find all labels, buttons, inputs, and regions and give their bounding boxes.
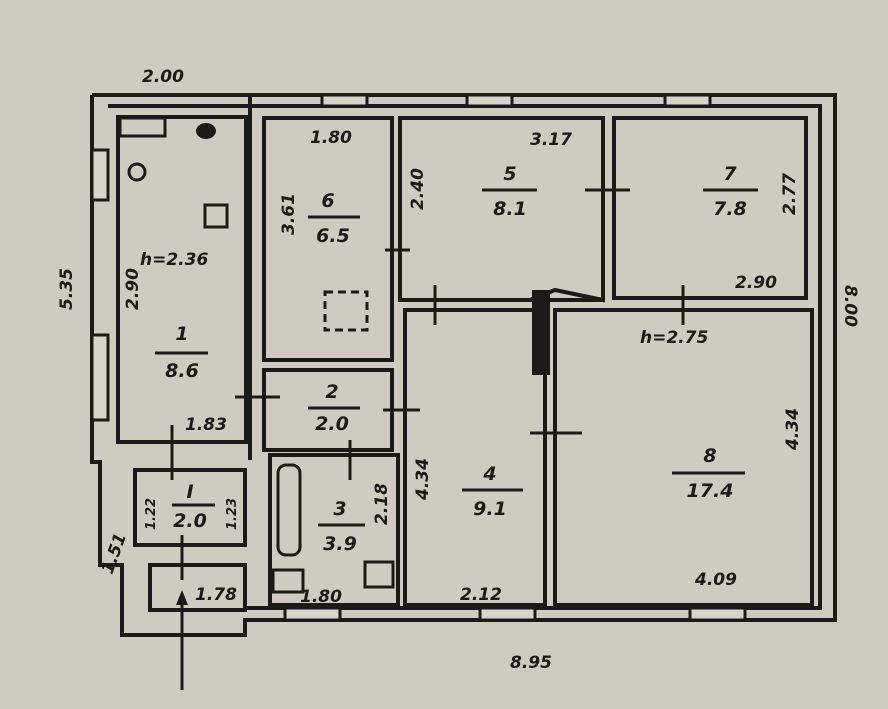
room-I-label: I 2.0 1.22 1.23	[144, 481, 240, 532]
svg-text:3: 3	[333, 498, 346, 520]
bathtub-icon	[276, 463, 302, 557]
svg-text:2.40: 2.40	[408, 168, 428, 210]
svg-text:2: 2	[325, 381, 338, 403]
svg-text:5: 5	[503, 163, 516, 185]
svg-text:2.90: 2.90	[735, 273, 777, 293]
svg-text:h=2.75: h=2.75	[640, 328, 708, 348]
svg-text:1.80: 1.80	[310, 128, 352, 148]
svg-text:I: I	[186, 481, 193, 503]
entry-arrow-head	[176, 590, 188, 605]
room-4-label: 4 9.1 4.34 2.12	[413, 458, 523, 605]
svg-text:1: 1	[175, 323, 188, 345]
boiler-icon	[196, 123, 216, 139]
room-8-label: 8 17.4 h=2.75 4.34 4.09	[640, 328, 803, 590]
svg-text:6: 6	[321, 190, 334, 212]
room-5-label: 5 8.1 3.17 2.40	[408, 130, 572, 220]
svg-text:6.5: 6.5	[316, 225, 350, 247]
svg-text:8: 8	[703, 445, 716, 467]
dim-left: 5.35	[57, 268, 77, 310]
svg-text:2.18: 2.18	[372, 483, 392, 525]
room-2-label: 2 2.0	[308, 381, 360, 435]
svg-text:4.34: 4.34	[783, 408, 803, 451]
door-markers	[170, 188, 685, 690]
svg-text:4.34: 4.34	[413, 458, 433, 501]
svg-text:4: 4	[482, 463, 496, 485]
porch-dimension: 1.78	[195, 585, 237, 605]
svg-text:1.80: 1.80	[300, 587, 342, 607]
ventilation-icon	[323, 290, 369, 332]
room-walls	[116, 95, 814, 612]
stove-icon	[118, 116, 167, 138]
room-7-label: 7 7.8 2.77 2.90	[703, 163, 800, 293]
dim-bottom: 8.95	[510, 653, 552, 673]
svg-text:1.83: 1.83	[185, 415, 227, 435]
dim-entry: 1.51	[98, 530, 131, 576]
svg-text:1.22: 1.22	[144, 498, 159, 530]
svg-text:2.90: 2.90	[123, 268, 143, 310]
svg-text:4.09: 4.09	[694, 570, 737, 590]
svg-text:7.8: 7.8	[713, 198, 747, 220]
room-1-label: 1 8.6 h=2.36 2.90 1.83	[123, 250, 227, 435]
toilet-icon	[271, 568, 305, 594]
svg-text:2.0: 2.0	[315, 413, 349, 435]
svg-text:h=2.36: h=2.36	[140, 250, 208, 270]
room-labels: 1 8.6 h=2.36 2.90 1.83 6 6.5 1.80 3.61 2…	[123, 128, 803, 607]
windows	[90, 93, 747, 622]
svg-text:1.23: 1.23	[225, 498, 240, 530]
svg-text:3.61: 3.61	[279, 193, 299, 235]
fixtures	[118, 116, 395, 594]
svg-text:3.17: 3.17	[530, 130, 572, 150]
room-3-label: 3 3.9 2.18 1.80	[300, 483, 392, 607]
svg-text:8.1: 8.1	[493, 198, 527, 220]
room-6-label: 6 6.5 1.80 3.61	[279, 128, 360, 247]
chimney	[532, 290, 550, 375]
svg-text:2.0: 2.0	[173, 510, 207, 532]
gas-meter-icon	[127, 162, 147, 182]
dim-right: 8.00	[840, 285, 860, 327]
svg-text:3.9: 3.9	[323, 533, 357, 555]
svg-text:2.12: 2.12	[460, 585, 502, 605]
cabinet-icon	[203, 203, 229, 229]
svg-text:17.4: 17.4	[687, 480, 734, 502]
svg-text:2.77: 2.77	[780, 173, 800, 215]
svg-text:7: 7	[723, 163, 737, 185]
svg-text:9.1: 9.1	[473, 498, 507, 520]
dim-top: 2.00	[142, 67, 184, 87]
svg-text:8.6: 8.6	[165, 360, 199, 382]
sink-icon	[363, 560, 395, 589]
